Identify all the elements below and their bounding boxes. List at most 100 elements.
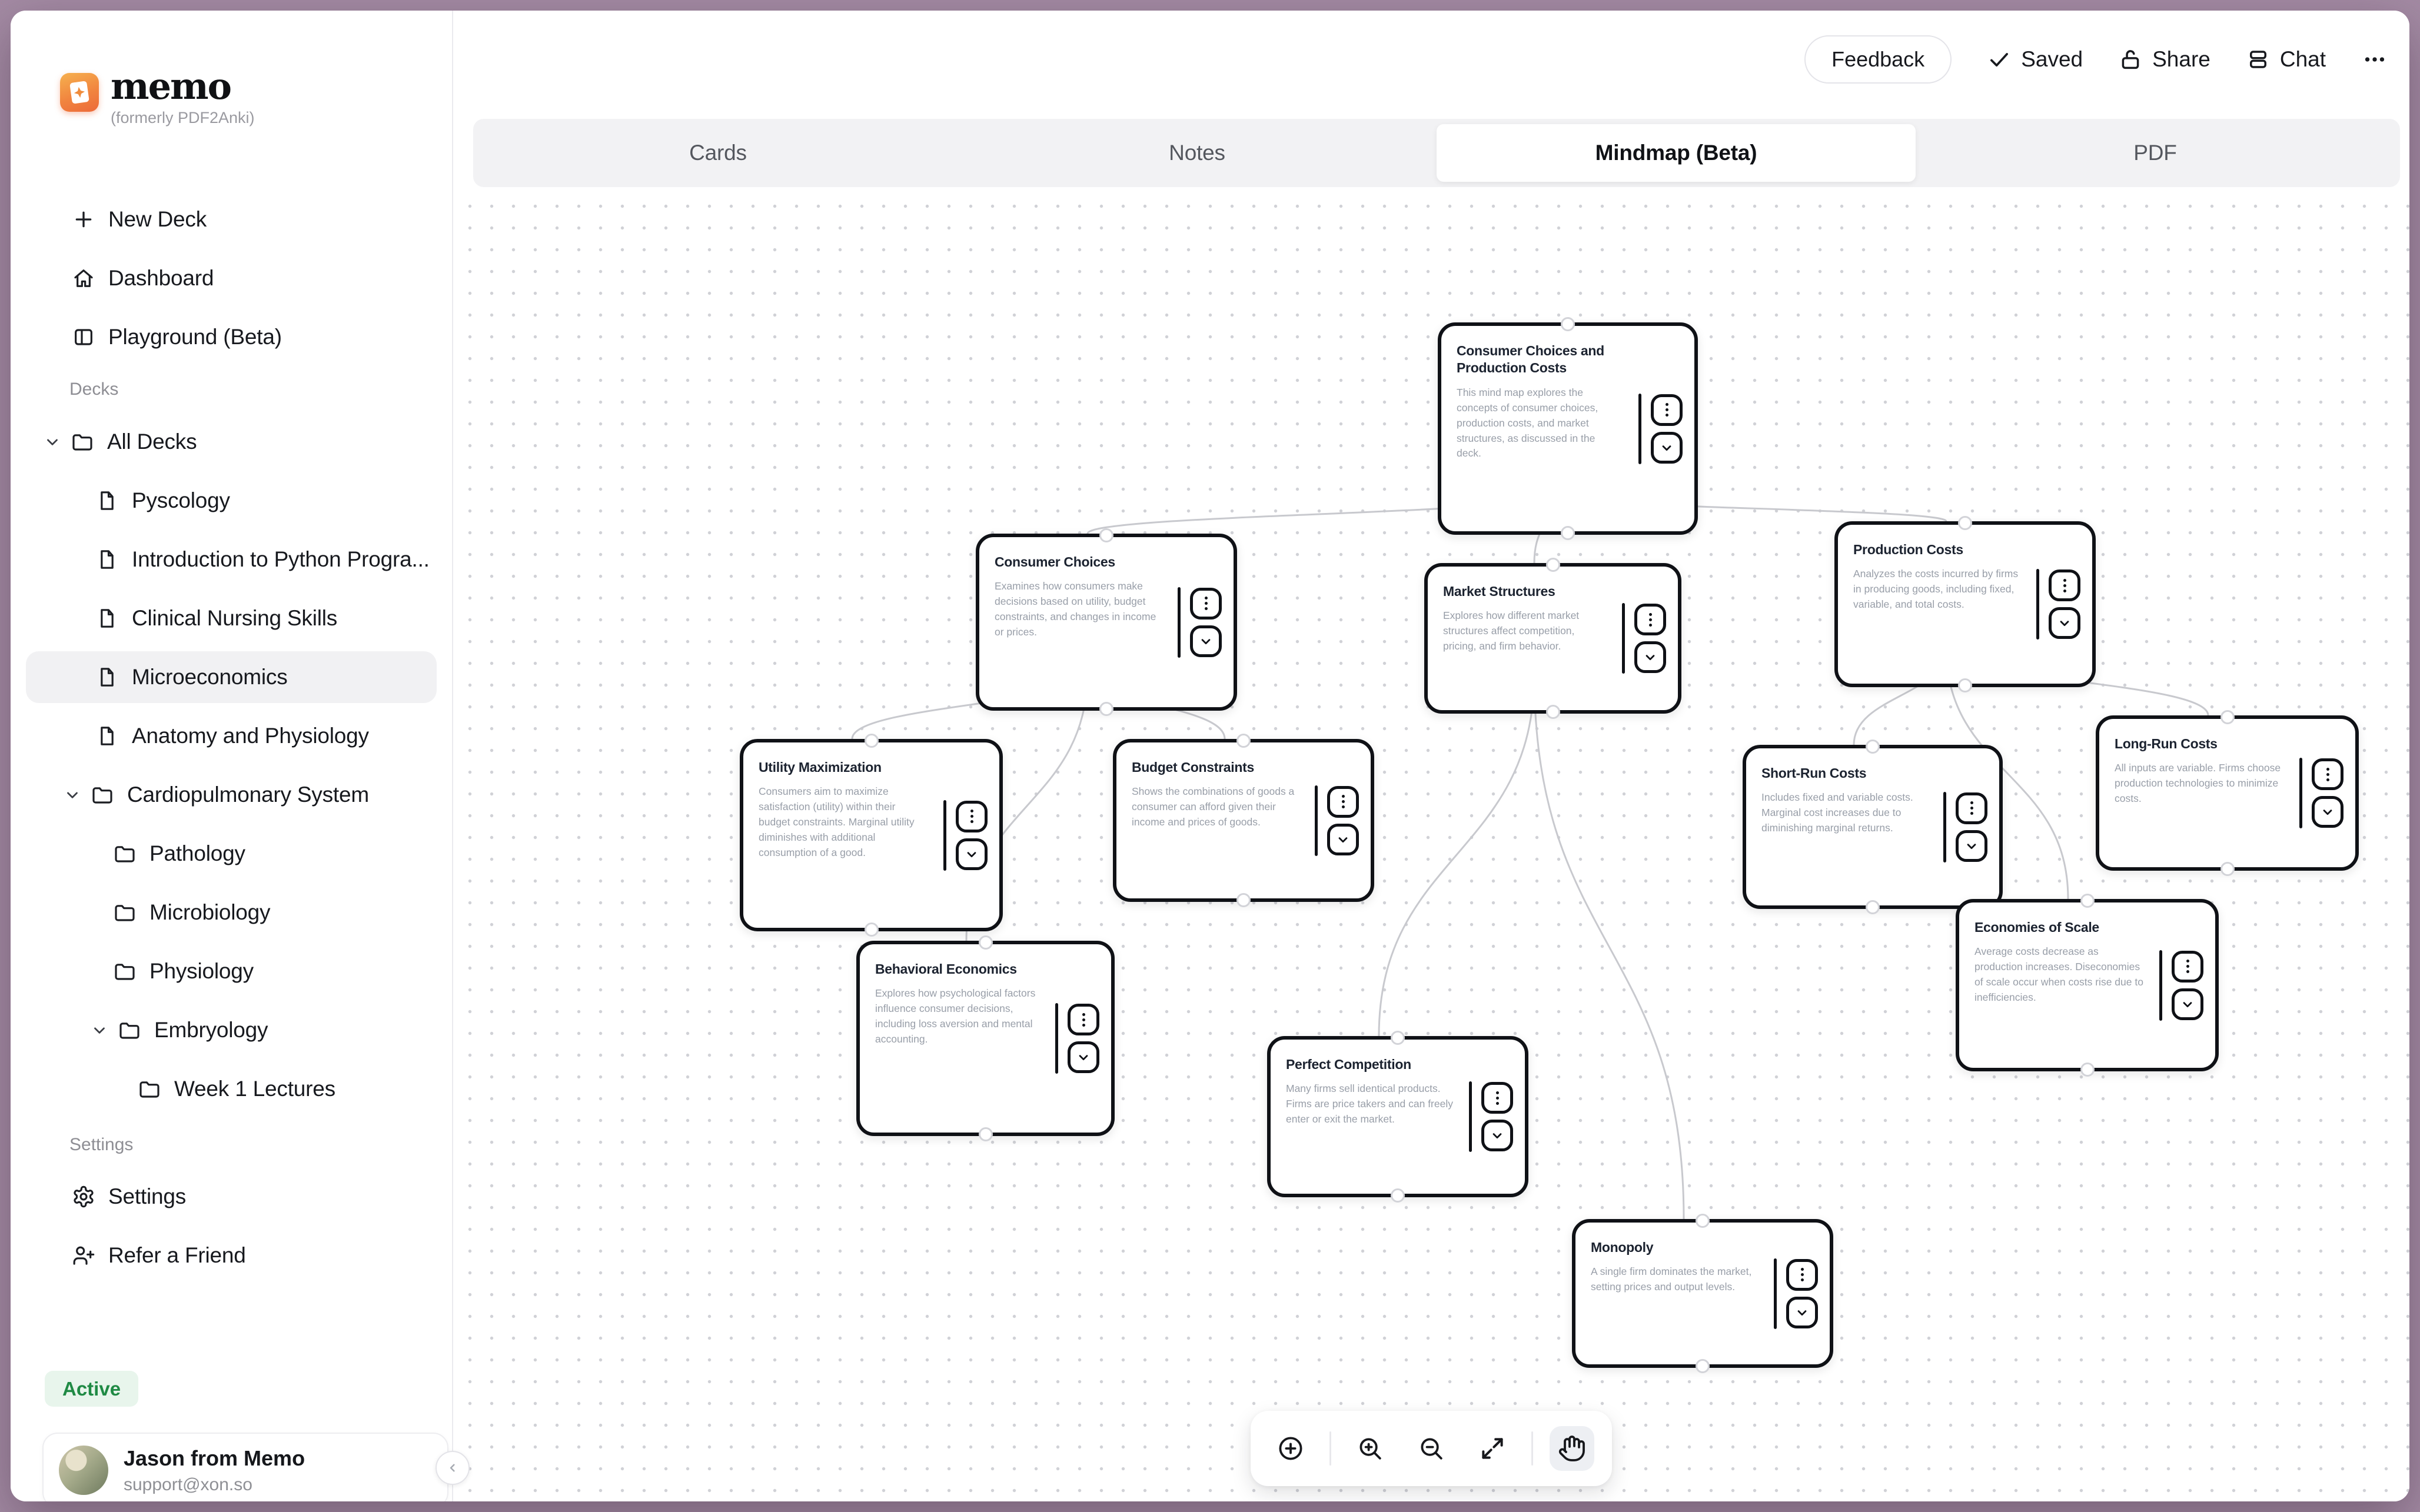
node-menu-button[interactable] bbox=[1786, 1258, 1818, 1291]
mindmap-node[interactable]: Behavioral Economics Explores how psycho… bbox=[856, 935, 1115, 1141]
node-menu-button[interactable] bbox=[1190, 587, 1222, 620]
node-collapse-button[interactable] bbox=[1068, 1041, 1099, 1073]
node-collapse-button[interactable] bbox=[1634, 641, 1666, 673]
node-handle-top[interactable] bbox=[864, 734, 879, 748]
node-handle-top[interactable] bbox=[978, 935, 993, 950]
mindmap-node[interactable]: Production Costs Analyzes the costs incu… bbox=[1834, 516, 2096, 692]
tree-item-folder[interactable]: Cardiopulmonary System bbox=[26, 769, 437, 821]
node-collapse-button[interactable] bbox=[1651, 431, 1683, 464]
sidebar-item-new-deck[interactable]: New Deck bbox=[26, 194, 437, 245]
tree-item-folder[interactable]: Physiology bbox=[26, 945, 437, 997]
node-handle-bottom[interactable] bbox=[2080, 1063, 2095, 1077]
node-menu-button[interactable] bbox=[2049, 570, 2080, 601]
node-menu-button[interactable] bbox=[2312, 758, 2343, 790]
tree-item-deck[interactable]: Pyscology bbox=[26, 475, 437, 527]
chat-button[interactable]: Chat bbox=[2246, 47, 2326, 72]
node-collapse-button[interactable] bbox=[2172, 988, 2203, 1020]
node-collapse-button[interactable] bbox=[2049, 607, 2080, 639]
zoom-out-button[interactable] bbox=[1409, 1426, 1454, 1471]
node-collapse-button[interactable] bbox=[1327, 823, 1359, 855]
node-collapse-button[interactable] bbox=[2312, 796, 2343, 828]
mindmap-node[interactable]: Economies of Scale Average costs decreas… bbox=[1956, 894, 2219, 1077]
mindmap-node[interactable]: Perfect Competition Many firms sell iden… bbox=[1267, 1031, 1528, 1203]
node-handle-top[interactable] bbox=[1391, 1031, 1405, 1045]
node-collapse-button[interactable] bbox=[1190, 625, 1222, 657]
node-description: Shows the combinations of goods a consum… bbox=[1132, 785, 1295, 828]
mindmap-node[interactable]: Short-Run Costs Includes fixed and varia… bbox=[1743, 740, 2003, 914]
node-handle-bottom[interactable] bbox=[1099, 702, 1113, 716]
node-handle-top[interactable] bbox=[1545, 558, 1560, 572]
tree-item-folder[interactable]: Pathology bbox=[26, 828, 437, 880]
sidebar-item-refer-friend[interactable]: Refer a Friend bbox=[26, 1230, 437, 1281]
node-collapse-button[interactable] bbox=[1786, 1296, 1818, 1328]
node-handle-bottom[interactable] bbox=[1236, 893, 1251, 907]
tree-item-deck-selected[interactable]: Microeconomics bbox=[26, 651, 437, 704]
node-collapse-button[interactable] bbox=[1956, 830, 1987, 862]
node-handle-bottom[interactable] bbox=[1958, 678, 1972, 692]
sidebar-collapse-button[interactable] bbox=[436, 1451, 470, 1485]
node-handle-top[interactable] bbox=[1866, 740, 1880, 754]
mindmap-node-root[interactable]: Consumer Choices and Production Costs Th… bbox=[1438, 317, 1698, 540]
node-menu-button[interactable] bbox=[1651, 394, 1683, 426]
node-handle-top[interactable] bbox=[1236, 734, 1251, 748]
node-handle-bottom[interactable] bbox=[1391, 1188, 1405, 1203]
tab-notes[interactable]: Notes bbox=[1169, 141, 1225, 165]
node-handle-bottom[interactable] bbox=[1545, 705, 1560, 719]
tab-cards[interactable]: Cards bbox=[689, 141, 747, 165]
node-handle-bottom[interactable] bbox=[1561, 526, 1575, 540]
sidebar-item-playground[interactable]: Playground (Beta) bbox=[26, 311, 437, 363]
chevron-down-icon[interactable] bbox=[91, 1021, 108, 1039]
sidebar-item-dashboard[interactable]: Dashboard bbox=[26, 252, 437, 304]
node-description: Consumers aim to maximize satisfaction (… bbox=[759, 785, 915, 858]
chevron-down-icon[interactable] bbox=[64, 786, 81, 804]
feedback-button[interactable]: Feedback bbox=[1804, 35, 1952, 84]
node-handle-bottom[interactable] bbox=[864, 922, 879, 937]
node-handle-top[interactable] bbox=[1696, 1214, 1710, 1228]
node-handle-bottom[interactable] bbox=[1866, 900, 1880, 914]
node-menu-button[interactable] bbox=[1481, 1082, 1513, 1114]
more-menu-button[interactable] bbox=[2361, 46, 2388, 73]
mindmap-node[interactable]: Budget Constraints Shows the combination… bbox=[1113, 734, 1374, 907]
node-menu-button[interactable] bbox=[1634, 604, 1666, 635]
tree-item-deck[interactable]: Clinical Nursing Skills bbox=[26, 592, 437, 644]
node-handle-bottom[interactable] bbox=[2220, 862, 2235, 876]
node-handle-top[interactable] bbox=[1099, 528, 1113, 542]
fit-view-button[interactable] bbox=[1470, 1426, 1515, 1471]
tab-mindmap[interactable]: Mindmap (Beta) bbox=[1437, 124, 1916, 182]
node-collapse-button[interactable] bbox=[1481, 1120, 1513, 1151]
share-button[interactable]: Share bbox=[2118, 47, 2210, 72]
node-menu-button[interactable] bbox=[956, 800, 988, 832]
mindmap-node[interactable]: Market Structures Explores how different… bbox=[1424, 558, 1681, 719]
mindmap-node[interactable]: Long-Run Costs All inputs are variable. … bbox=[2096, 710, 2359, 876]
node-menu-button[interactable] bbox=[2172, 950, 2203, 983]
chevron-down-icon[interactable] bbox=[44, 433, 61, 451]
node-menu-button[interactable] bbox=[1956, 792, 1987, 824]
node-menu-button[interactable] bbox=[1068, 1004, 1099, 1035]
chat-icon bbox=[2246, 47, 2271, 72]
node-description: Examines how consumers make decisions ba… bbox=[995, 580, 1156, 638]
tree-item-folder[interactable]: Week 1 Lectures bbox=[26, 1063, 437, 1115]
tree-item-all-decks[interactable]: All Decks bbox=[26, 416, 437, 468]
node-handle-top[interactable] bbox=[2220, 710, 2235, 724]
node-handle-top[interactable] bbox=[2080, 894, 2095, 908]
zoom-in-button[interactable] bbox=[1348, 1426, 1392, 1471]
mindmap-node[interactable]: Monopoly A single firm dominates the mar… bbox=[1572, 1214, 1833, 1373]
pan-tool-button[interactable] bbox=[1550, 1426, 1594, 1471]
mindmap-canvas[interactable]: Consumer Choices and Production Costs Th… bbox=[453, 187, 2409, 1501]
tree-item-deck[interactable]: Anatomy and Physiology bbox=[26, 710, 437, 762]
node-handle-top[interactable] bbox=[1561, 317, 1575, 331]
node-handle-bottom[interactable] bbox=[978, 1127, 993, 1141]
tree-item-folder[interactable]: Microbiology bbox=[26, 887, 437, 938]
add-node-button[interactable] bbox=[1268, 1426, 1313, 1471]
sidebar-item-settings[interactable]: Settings bbox=[26, 1171, 437, 1223]
node-collapse-button[interactable] bbox=[956, 838, 988, 870]
node-handle-top[interactable] bbox=[1958, 516, 1972, 530]
tree-item-deck[interactable]: Introduction to Python Progra... bbox=[26, 534, 437, 585]
mindmap-node[interactable]: Utility Maximization Consumers aim to ma… bbox=[740, 734, 1003, 937]
node-menu-button[interactable] bbox=[1327, 785, 1359, 818]
node-handle-bottom[interactable] bbox=[1696, 1359, 1710, 1373]
tree-item-folder[interactable]: Embryology bbox=[26, 1004, 437, 1056]
user-card[interactable]: Jason from Memo support@xon.so bbox=[42, 1433, 448, 1501]
tab-pdf[interactable]: PDF bbox=[2133, 141, 2177, 165]
mindmap-node[interactable]: Consumer Choices Examines how consumers … bbox=[976, 528, 1237, 716]
